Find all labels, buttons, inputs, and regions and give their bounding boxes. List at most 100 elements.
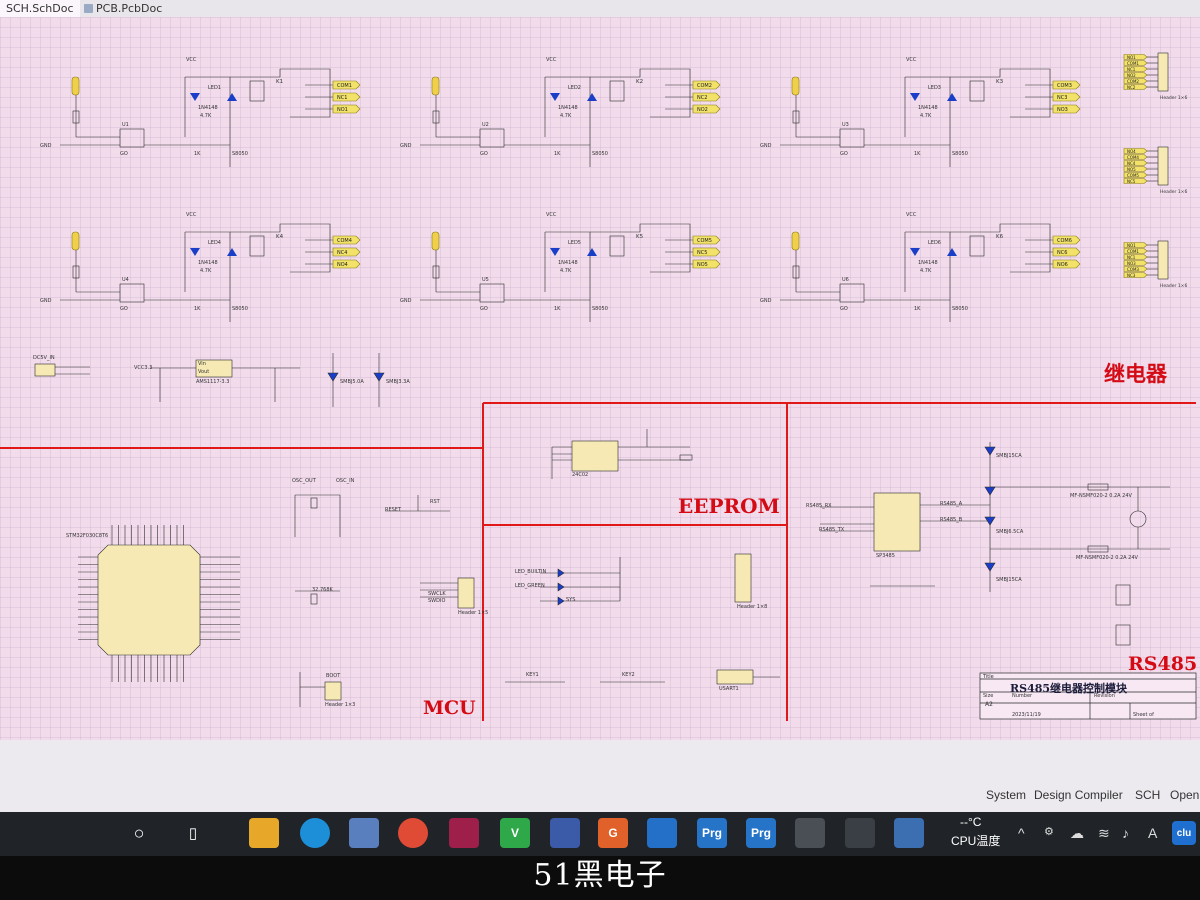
title-block-title-label: Title: [983, 674, 994, 680]
relay-output-net-text: NO5: [697, 262, 708, 268]
resistor-value: 1K: [914, 151, 921, 157]
rs485-b-label: RS485_B: [940, 517, 963, 523]
header-net-label: [1123, 60, 1148, 66]
photo-bottom-area: [0, 856, 1200, 900]
prg-app-icon-2[interactable]: Prg: [746, 818, 776, 848]
tray-volume-icon[interactable]: ♪: [1122, 825, 1129, 841]
header-net-label: [1123, 266, 1148, 272]
tray-cloud-icon[interactable]: ☁: [1070, 825, 1084, 841]
diode-part: 1N4148: [558, 105, 578, 111]
relay-output-net-label: [1052, 80, 1081, 90]
g-app-icon[interactable]: G: [598, 818, 628, 848]
relay-output-net-label: [332, 259, 361, 269]
bird-app-icon[interactable]: [647, 818, 677, 848]
relay-designator: K1: [276, 79, 283, 85]
tvs-d11-label: SMBJ15CA: [996, 577, 1022, 583]
tray-chevron-up-icon[interactable]: ^: [1018, 825, 1025, 841]
eeprom-section: [551, 429, 693, 479]
chrome-icon[interactable]: [398, 818, 428, 848]
tray-app-icon[interactable]: clu: [1172, 821, 1196, 845]
relay-output-net-label: [692, 259, 721, 269]
led-designator: LED2: [568, 85, 581, 91]
rs485-a-label: RS485_A: [940, 501, 963, 507]
relay-input-connector: [431, 231, 440, 251]
header-net-text: NO5: [1127, 167, 1136, 172]
relay-designator: K5: [636, 234, 644, 240]
header-net-text: NC4: [1127, 161, 1136, 166]
relay-output-net-text: NC1: [337, 95, 347, 101]
tray-ime-icon[interactable]: A: [1148, 825, 1158, 841]
optocoupler: [119, 128, 145, 148]
gnd-label: GND: [40, 298, 52, 304]
led-designator: LED3: [928, 85, 941, 91]
task-view-icon[interactable]: ▯: [188, 825, 198, 842]
header-net-label: [1123, 260, 1148, 266]
status-open-button[interactable]: Open: [1170, 788, 1200, 802]
relay-input-connector: [791, 231, 800, 251]
relay-input-connector: [431, 76, 440, 96]
relay-output-net-label: [1052, 92, 1081, 102]
resistor-value: 4.7K: [200, 113, 212, 119]
relay-output-net-text: NC6: [1057, 250, 1067, 256]
tab-pcb-pcbdoc[interactable]: PCB.PcbDoc: [78, 0, 168, 17]
relay-output-net-text: NO3: [1057, 107, 1068, 113]
tray-network-icon[interactable]: ⚙: [1044, 826, 1054, 838]
led-green-label: LED_GREEN: [515, 583, 545, 589]
status-design-compiler-button[interactable]: Design Compiler: [1034, 788, 1123, 802]
ldo-vin: Vin: [198, 361, 206, 367]
diode-part: 1N4148: [918, 260, 938, 266]
tvs2-part: SMBJ3.3A: [386, 379, 410, 385]
relay-contacts: [279, 223, 331, 273]
boot-header-label: Header 1×3: [325, 702, 356, 708]
led-designator: LED6: [928, 240, 941, 246]
resistor-value: 4.7K: [920, 113, 932, 119]
transistor-part: S8050: [952, 151, 968, 157]
tools-app-icon[interactable]: [795, 818, 825, 848]
relay-output-net-label: [332, 235, 361, 245]
store-icon[interactable]: [349, 818, 379, 848]
boot-label: BOOT: [326, 673, 341, 679]
building-app-icon[interactable]: [894, 818, 924, 848]
relay-contacts: [639, 68, 691, 118]
led-designator: LED4: [208, 240, 221, 246]
optocoupler: [479, 283, 505, 303]
status-system-button[interactable]: System: [986, 788, 1027, 802]
section-dividers: [0, 402, 1196, 721]
start-circle-icon[interactable]: ○: [133, 822, 145, 843]
section-label-relay: 继电器: [1104, 361, 1167, 386]
cpu-temperature-label: CPU温度: [951, 834, 1001, 848]
relay-input-connector: [71, 231, 80, 251]
gnd-label: GND: [400, 143, 412, 149]
prg-app-icon-1[interactable]: Prg: [697, 818, 727, 848]
relay-output-net-label: [332, 92, 361, 102]
document-tab-bar: SCH.SchDoc PCB.PcbDoc: [0, 0, 1200, 18]
relay-designator: K3: [996, 79, 1004, 85]
relay-coil: [609, 80, 625, 102]
relay-output-net-label: [692, 247, 721, 257]
opto-designator: U5: [482, 277, 489, 283]
opto-designator: U1: [122, 122, 129, 128]
relay-output-net-text: NC3: [1057, 95, 1067, 101]
v-app-icon[interactable]: V: [500, 818, 530, 848]
header-net-text: COM2: [1127, 79, 1139, 84]
edge-browser-icon[interactable]: [300, 818, 330, 848]
relay-coil: [969, 80, 985, 102]
header-net-text: COM1: [1127, 249, 1139, 254]
header-net-text: NC1: [1127, 67, 1136, 72]
scope-app-icon[interactable]: [845, 818, 875, 848]
mascot-app-icon[interactable]: [550, 818, 580, 848]
optocoupler: [479, 128, 505, 148]
relay-output-net-label: [692, 80, 721, 90]
altium-icon[interactable]: [449, 818, 479, 848]
header-designator: Header 1×6: [1160, 189, 1187, 195]
tab-sch-schdoc[interactable]: SCH.SchDoc: [0, 0, 80, 17]
tray-wifi-icon[interactable]: ≋: [1098, 825, 1110, 841]
opto-designator: U2: [482, 122, 489, 128]
file-explorer-icon[interactable]: [249, 818, 279, 848]
fuse2-label: MF-NSMF020-2 0.2A 24V: [1076, 555, 1138, 561]
relay-output-net-text: COM3: [1057, 83, 1072, 89]
rst-button-label: RST: [430, 499, 440, 505]
status-sch-button[interactable]: SCH: [1135, 788, 1161, 802]
gnd-label: GND: [40, 143, 52, 149]
